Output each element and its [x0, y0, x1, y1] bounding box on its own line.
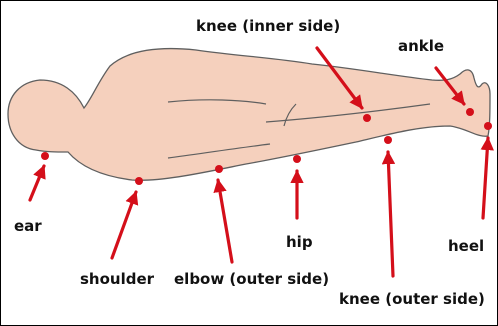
point-ankle: [466, 108, 474, 116]
arrow-heel: [483, 138, 488, 218]
point-knee-inner: [363, 114, 371, 122]
label-shoulder: shoulder: [80, 270, 155, 288]
arrow-ear: [30, 166, 44, 200]
point-shoulder: [135, 177, 143, 185]
point-knee-outer: [384, 136, 392, 144]
arrow-knee-outer: [388, 152, 393, 276]
point-ear: [41, 152, 49, 160]
point-heel: [484, 122, 492, 130]
label-elbow: elbow (outer side): [174, 270, 329, 288]
point-hip: [293, 155, 301, 163]
label-ankle: ankle: [398, 37, 444, 55]
body-silhouette: [8, 49, 490, 181]
point-elbow: [215, 165, 223, 173]
label-knee-outer: knee (outer side): [339, 290, 485, 308]
label-hip: hip: [286, 233, 313, 251]
label-knee-inner: knee (inner side): [196, 17, 340, 35]
arrow-shoulder: [112, 192, 136, 258]
body-outline: [8, 49, 490, 181]
label-ear: ear: [14, 217, 42, 235]
label-heel: heel: [448, 237, 484, 255]
arrow-elbow: [218, 180, 232, 262]
